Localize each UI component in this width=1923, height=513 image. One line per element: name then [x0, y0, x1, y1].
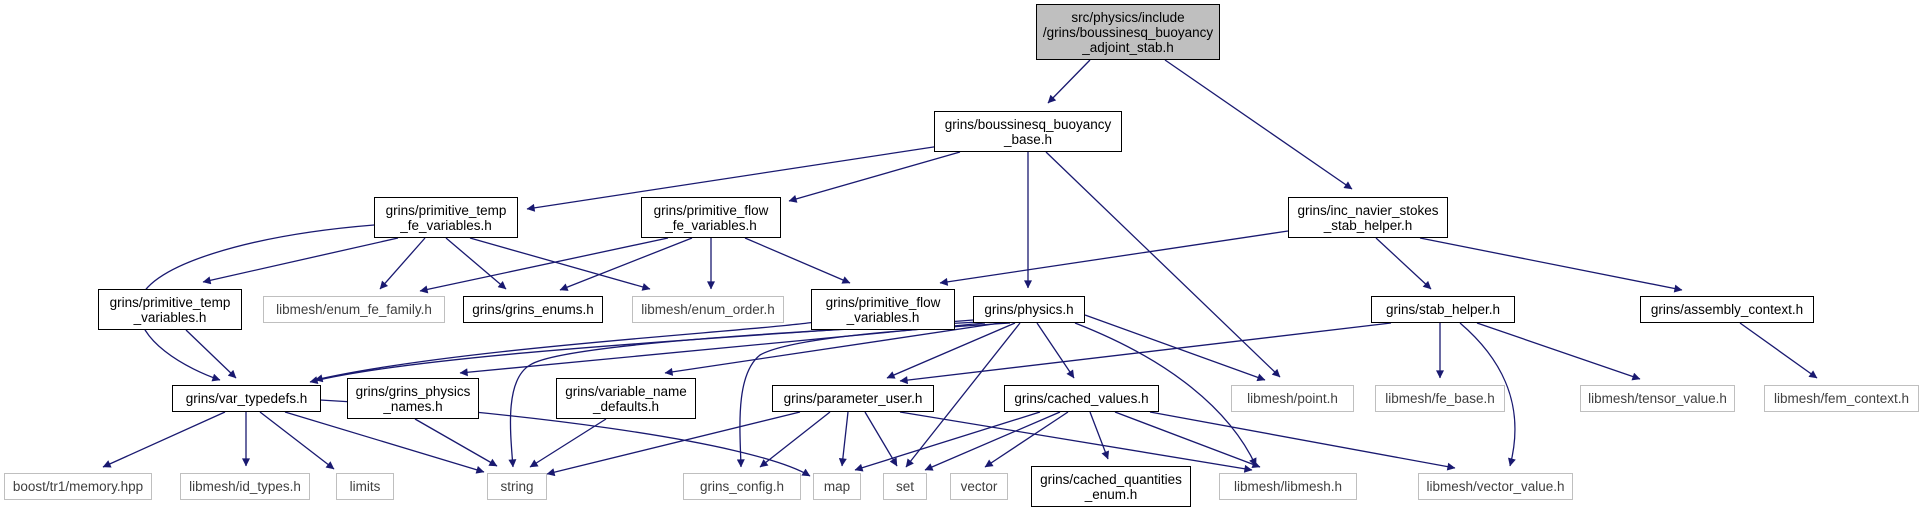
edge-physics-cached_values	[1036, 322, 1075, 379]
node-cached-values[interactable]: grins/cached_values.h	[1004, 385, 1159, 412]
edge-physics-var_name_defaults	[664, 322, 1001, 376]
node-root-header: src/physics/include /grins/boussinesq_bu…	[1036, 4, 1220, 60]
edge-root-inc_ns_stab	[1164, 59, 1353, 190]
node-tensor-value[interactable]: libmesh/tensor_value.h	[1580, 385, 1735, 412]
node-variable-name-defaults[interactable]: grins/variable_name _defaults.h	[556, 378, 696, 419]
edge-cached_values-map	[854, 411, 1041, 472]
node-grins-config[interactable]: grins_config.h	[683, 473, 801, 500]
edge-inc_ns_stab-prim_flow_var	[939, 230, 1289, 286]
edge-inc_ns_stab-stab_helper	[1375, 237, 1432, 290]
edge-var_typedefs-memory	[102, 411, 226, 468]
node-stab-helper[interactable]: grins/stab_helper.h	[1371, 296, 1515, 323]
edge-param_user-string	[546, 411, 801, 477]
node-physics[interactable]: grins/physics.h	[973, 296, 1085, 323]
node-fem-context[interactable]: libmesh/fem_context.h	[1764, 385, 1919, 412]
edge-physics_names-string	[414, 418, 498, 467]
edge-prim_flow_fe-grins_enums	[559, 237, 693, 291]
node-assembly-context[interactable]: grins/assembly_context.h	[1640, 296, 1814, 323]
edge-root-buoyancy_base	[1047, 59, 1091, 104]
node-primitive-flow-variables[interactable]: grins/primitive_flow _variables.h	[811, 289, 955, 330]
node-id-types[interactable]: libmesh/id_types.h	[180, 473, 310, 500]
edge-assembly_context-fem_context	[1739, 322, 1818, 379]
node-cached-quantities-enum[interactable]: grins/cached_quantities _enum.h	[1031, 466, 1191, 507]
edge-buoyancy_base-point	[1045, 151, 1281, 378]
edge-cached_values-cached_qty_enum	[1089, 411, 1110, 460]
node-grins-enums[interactable]: grins/grins_enums.h	[463, 296, 603, 323]
edge-buoyancy_base-prim_flow_fe	[788, 151, 961, 203]
node-grins-physics-names[interactable]: grins/grins_physics _names.h	[347, 378, 479, 419]
edge-param_user-libmesh	[899, 411, 1253, 473]
edge-cached_values-set	[924, 411, 1061, 471]
node-enum-order[interactable]: libmesh/enum_order.h	[632, 296, 784, 323]
edge-physics-param_user	[886, 322, 1016, 379]
edge-prim_temp_fe-enum_order	[469, 237, 651, 291]
edge-param_user-grins_config	[759, 411, 831, 468]
edge-param_user-set	[864, 411, 898, 467]
node-fe-base[interactable]: libmesh/fe_base.h	[1375, 385, 1505, 412]
edge-buoyancy_base-prim_temp_fe	[526, 145, 941, 212]
edge-prim_temp_fe-enum_fe_family	[379, 237, 426, 290]
node-limits[interactable]: limits	[336, 473, 394, 500]
node-parameter-user[interactable]: grins/parameter_user.h	[772, 385, 934, 412]
edge-prim_temp_fe-grins_enums	[445, 237, 507, 290]
edge-stab_helper-tensor_value	[1476, 322, 1641, 381]
edge-physics-libmesh	[1074, 322, 1257, 467]
edge-cached_values-vector_value	[1149, 411, 1456, 471]
node-boost-memory[interactable]: boost/tr1/memory.hpp	[4, 473, 152, 500]
node-enum-fe-family[interactable]: libmesh/enum_fe_family.h	[263, 296, 445, 323]
node-libmesh-libmesh[interactable]: libmesh/libmesh.h	[1219, 473, 1357, 500]
edge-prim_flow_fe-prim_flow_var	[744, 237, 851, 284]
edge-stab_helper-vector_value	[1459, 322, 1516, 467]
edge-var_typedefs-limits	[259, 411, 335, 470]
node-string[interactable]: string	[487, 473, 547, 500]
node-primitive-flow-fe-variables[interactable]: grins/primitive_flow _fe_variables.h	[641, 197, 781, 238]
edge-physics-point	[1084, 314, 1266, 382]
edge-cached_values-libmesh	[1114, 411, 1261, 469]
node-boussinesq-buoyancy-base[interactable]: grins/boussinesq_buoyancy _base.h	[934, 111, 1122, 152]
edge-param_user-map	[838, 411, 849, 467]
node-inc-navier-stokes-stab-helper[interactable]: grins/inc_navier_stokes _stab_helper.h	[1288, 197, 1448, 238]
node-vector[interactable]: vector	[950, 473, 1008, 500]
node-set[interactable]: set	[883, 473, 927, 500]
edge-stab_helper-param_user	[899, 322, 1392, 385]
edge-var_name_defaults-string	[529, 418, 607, 468]
node-primitive-temp-variables[interactable]: grins/primitive_temp _variables.h	[98, 289, 242, 330]
edge-prim_temp_fe-prim_temp_var	[202, 237, 399, 285]
edge-physics-set	[905, 322, 1021, 468]
node-primitive-temp-fe-variables[interactable]: grins/primitive_temp _fe_variables.h	[374, 197, 518, 238]
node-map[interactable]: map	[813, 473, 861, 500]
edge-var_typedefs-string	[284, 411, 485, 474]
edge-cached_values-vector	[984, 411, 1069, 468]
edge-prim_flow_var-var_typedefs	[314, 321, 816, 383]
node-libmesh-point[interactable]: libmesh/point.h	[1231, 385, 1354, 412]
node-var-typedefs[interactable]: grins/var_typedefs.h	[172, 385, 321, 412]
node-vector-value[interactable]: libmesh/vector_value.h	[1418, 473, 1573, 500]
edges	[102, 59, 1818, 477]
edge-inc_ns_stab-assembly_context	[1419, 237, 1683, 293]
edge-prim_flow_fe-enum_fe_family	[419, 237, 669, 294]
edge-prim_temp_var-var_typedefs	[185, 329, 237, 379]
